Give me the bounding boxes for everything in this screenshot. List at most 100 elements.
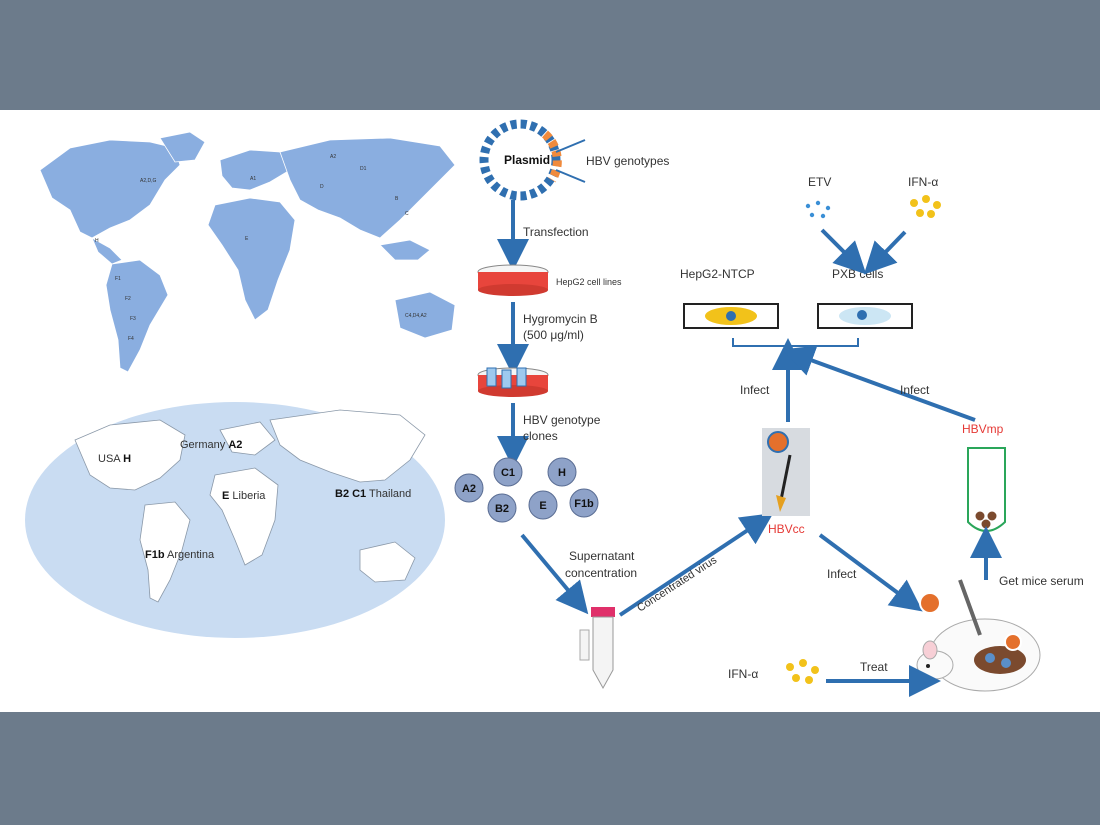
land-europe bbox=[219, 421, 276, 456]
continent-australia bbox=[394, 291, 456, 339]
plasmid-bracket-bottom bbox=[555, 169, 586, 183]
diagram-svg: A2,D,G A2 D1 A1 D B C E F1 F2 F3 F4 H C4… bbox=[25, 119, 1084, 697]
map-label: F1 bbox=[115, 276, 121, 282]
world-map-genotypes: A2,D,G A2 D1 A1 D B C E F1 F2 F3 F4 H C4… bbox=[39, 131, 456, 373]
ifn-top-dots-icon bbox=[910, 195, 941, 218]
map-label: D bbox=[320, 184, 324, 190]
infect-left-label: Infect bbox=[740, 383, 770, 397]
etv-arrow bbox=[820, 228, 867, 275]
hygromycin-label-2: (500 μg/ml) bbox=[523, 328, 584, 342]
continent-asia bbox=[279, 137, 456, 239]
map-label: A1 bbox=[250, 176, 256, 182]
hygromycin-label-1: Hygromycin B bbox=[523, 312, 598, 326]
clones-label-2: clones bbox=[523, 429, 558, 443]
svg-text:H: H bbox=[558, 467, 566, 479]
land-africa bbox=[209, 467, 279, 566]
continent-central-america bbox=[91, 237, 123, 265]
map-label: A2,D,G bbox=[140, 178, 157, 184]
ifn-top-label: IFN-α bbox=[908, 175, 938, 189]
ifn-top-arrow bbox=[863, 230, 907, 275]
argentina-genotype: F1b bbox=[145, 549, 165, 561]
continent-north-america bbox=[39, 139, 181, 239]
continent-africa bbox=[207, 197, 296, 321]
transfection-label: Transfection bbox=[523, 225, 589, 239]
land-australia bbox=[359, 541, 416, 583]
hbv-genotypes-label: HBV genotypes bbox=[586, 154, 669, 168]
svg-text:C1: C1 bbox=[501, 467, 515, 479]
concentrated-virus-arrow bbox=[618, 513, 774, 617]
clone-f1b: F1b bbox=[569, 488, 599, 518]
svg-text:A2: A2 bbox=[462, 483, 476, 495]
mouse-icon bbox=[916, 579, 1041, 692]
etv-dots-icon bbox=[805, 200, 831, 219]
svg-text:B2: B2 bbox=[495, 503, 509, 515]
thailand-genotype: B2 C1 bbox=[335, 488, 366, 500]
concentrated-virus-label: Concentrated virus bbox=[635, 554, 719, 615]
supernatant-label-1: Supernatant bbox=[569, 549, 635, 563]
get-serum-label: Get mice serum bbox=[999, 574, 1084, 588]
infect-mouse-arrow bbox=[818, 533, 923, 612]
plasmid-icon: Plasmid bbox=[479, 119, 562, 201]
hepg2-ntcp-dish-icon bbox=[683, 303, 779, 329]
supernatant-arrow bbox=[520, 533, 589, 615]
map-label: C4,D4,A2 bbox=[405, 313, 427, 319]
svg-text:E Liberia: E Liberia bbox=[222, 490, 266, 502]
liberia-genotype: E bbox=[222, 490, 229, 502]
concentrator-tube-icon bbox=[579, 607, 615, 690]
ifn-bottom-dots-icon bbox=[786, 659, 819, 684]
figure-canvas: A2,D,G A2 D1 A1 D B C E F1 F2 F3 F4 H C4… bbox=[0, 110, 1100, 712]
continent-south-america bbox=[105, 259, 169, 373]
usa-label: USA bbox=[98, 453, 121, 465]
land-south-america bbox=[139, 501, 191, 603]
liberia-label: Liberia bbox=[232, 490, 266, 502]
hbvcc-syringe-icon bbox=[762, 428, 810, 516]
map-label: H bbox=[95, 238, 99, 244]
pxb-cells-label: PXB cells bbox=[832, 267, 883, 281]
svg-text:B2 C1 Thailand: B2 C1 Thailand bbox=[335, 488, 411, 500]
thailand-label: Thailand bbox=[369, 488, 411, 500]
clone-a2: A2 bbox=[454, 473, 484, 503]
svg-text:E: E bbox=[539, 500, 546, 512]
supernatant-label-2: concentration bbox=[565, 566, 637, 580]
map-label: C bbox=[405, 211, 409, 217]
argentina-label: Argentina bbox=[167, 549, 215, 561]
land-north-america bbox=[74, 419, 186, 491]
clones-label-1: HBV genotype bbox=[523, 413, 601, 427]
hbvmp-label: HBVmp bbox=[962, 422, 1004, 436]
hbvmp-tube-icon bbox=[967, 447, 1006, 532]
map-label: A2 bbox=[330, 154, 336, 160]
map-label: D1 bbox=[360, 166, 367, 172]
continent-greenland bbox=[159, 131, 206, 163]
map-label: B bbox=[395, 196, 399, 202]
hbvcc-label: HBVcc bbox=[768, 522, 805, 536]
svg-text:USA H: USA H bbox=[98, 453, 131, 465]
map-label: F2 bbox=[125, 296, 131, 302]
infect-mouse-label: Infect bbox=[827, 567, 857, 581]
continent-se-asia bbox=[379, 239, 431, 261]
world-map-sources: USA H Germany A2 E Liberia B2 C1 Thailan… bbox=[25, 402, 445, 638]
germany-label: Germany bbox=[180, 439, 226, 451]
continent-europe bbox=[219, 149, 291, 191]
svg-text:F1b: F1b bbox=[574, 498, 594, 510]
cell-lines-label: HepG2 cell lines bbox=[556, 277, 622, 287]
map-label: F3 bbox=[130, 316, 136, 322]
etv-label: ETV bbox=[808, 175, 831, 189]
ifn-bottom-label: IFN-α bbox=[728, 667, 758, 681]
land-asia bbox=[269, 409, 426, 483]
clone-e: E bbox=[528, 490, 558, 520]
selected-dish-icon bbox=[477, 367, 549, 397]
treat-label: Treat bbox=[860, 660, 888, 674]
map-label: E bbox=[245, 236, 249, 242]
hepg2-ntcp-label: HepG2-NTCP bbox=[680, 267, 755, 281]
map-label: F4 bbox=[128, 336, 134, 342]
usa-genotype: H bbox=[123, 453, 131, 465]
clone-h: H bbox=[547, 457, 577, 487]
germany-genotype: A2 bbox=[228, 439, 242, 451]
svg-text:F1b Argentina: F1b Argentina bbox=[145, 549, 215, 561]
hepg2-dish-icon bbox=[477, 264, 549, 296]
genotype-clones: A2 C1 H B2 E F1b bbox=[454, 457, 599, 523]
infect-right-arrow bbox=[781, 345, 976, 422]
clone-b2: B2 bbox=[487, 493, 517, 523]
plasmid-label: Plasmid bbox=[504, 153, 550, 167]
clone-c1: C1 bbox=[493, 457, 523, 487]
